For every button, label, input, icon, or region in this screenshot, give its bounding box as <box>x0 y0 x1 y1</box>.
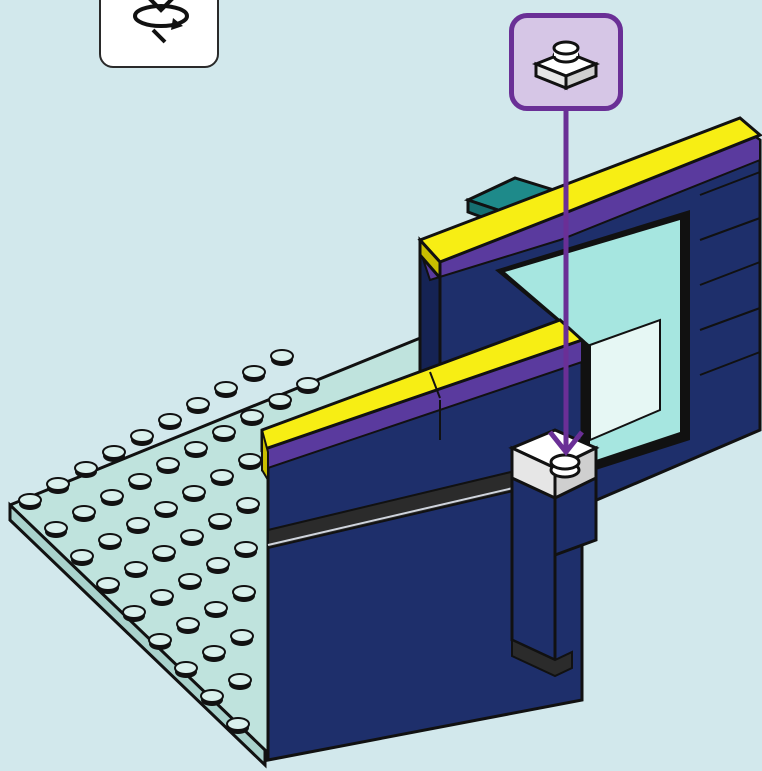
baseplate-stud <box>183 486 205 502</box>
baseplate-stud <box>209 514 231 530</box>
baseplate-stud <box>19 494 41 510</box>
baseplate-stud <box>155 502 177 518</box>
baseplate-stud <box>101 490 123 506</box>
baseplate-stud <box>271 350 293 366</box>
baseplate-stud <box>73 506 95 522</box>
baseplate-stud <box>45 522 67 538</box>
baseplate-stud <box>241 410 263 426</box>
baseplate-stud <box>227 718 249 734</box>
baseplate-stud <box>127 518 149 534</box>
baseplate-stud <box>237 498 259 514</box>
baseplate-stud <box>131 430 153 446</box>
baseplate-stud <box>153 546 175 562</box>
baseplate-stud <box>297 378 319 394</box>
baseplate-stud <box>159 414 181 430</box>
baseplate-stud <box>243 366 265 382</box>
baseplate-stud <box>99 534 121 550</box>
baseplate-stud <box>211 470 233 486</box>
baseplate-stud <box>231 630 253 646</box>
baseplate-stud <box>75 462 97 478</box>
baseplate-stud <box>177 618 199 634</box>
baseplate-stud <box>235 542 257 558</box>
baseplate-stud <box>129 474 151 490</box>
baseplate-stud <box>233 586 255 602</box>
baseplate-stud <box>269 394 291 410</box>
baseplate-stud <box>151 590 173 606</box>
baseplate-stud <box>185 442 207 458</box>
baseplate-stud <box>181 530 203 546</box>
baseplate-stud <box>203 646 225 662</box>
baseplate-stud <box>179 574 201 590</box>
baseplate-stud <box>205 602 227 618</box>
baseplate-stud <box>157 458 179 474</box>
baseplate-stud <box>103 446 125 462</box>
baseplate-stud <box>47 478 69 494</box>
baseplate-stud <box>175 662 197 678</box>
baseplate-stud <box>97 578 119 594</box>
baseplate-stud <box>213 426 235 442</box>
baseplate-stud <box>71 550 93 566</box>
baseplate-stud <box>239 454 261 470</box>
baseplate-stud <box>201 690 223 706</box>
baseplate-stud <box>187 398 209 414</box>
baseplate-stud <box>215 382 237 398</box>
baseplate-stud <box>149 634 171 650</box>
baseplate-stud <box>207 558 229 574</box>
baseplate-stud <box>229 674 251 690</box>
baseplate-stud <box>125 562 147 578</box>
baseplate-stud <box>123 606 145 622</box>
